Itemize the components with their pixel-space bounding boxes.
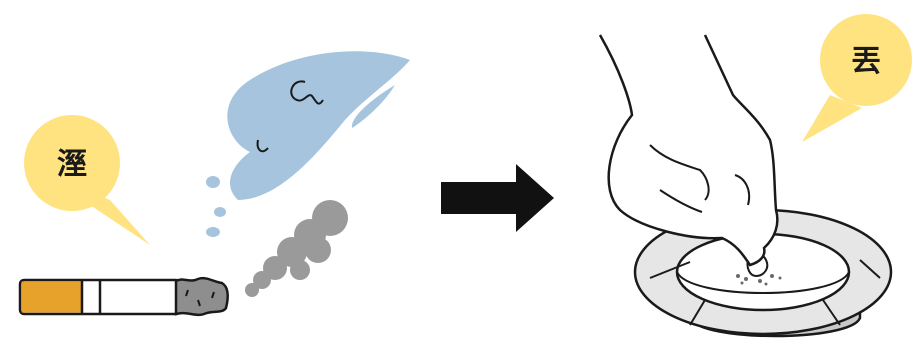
arrow-right-icon	[441, 164, 554, 232]
water-splash-icon	[206, 51, 410, 237]
discard-label: 丟	[851, 44, 881, 79]
wet-speech-bubble: 溼	[24, 115, 150, 245]
discard-speech-bubble: 丟	[802, 14, 912, 142]
smoke-icon	[245, 200, 348, 297]
hand-icon	[600, 35, 777, 265]
cigarette-icon	[20, 278, 228, 315]
wet-label: 溼	[57, 147, 87, 182]
